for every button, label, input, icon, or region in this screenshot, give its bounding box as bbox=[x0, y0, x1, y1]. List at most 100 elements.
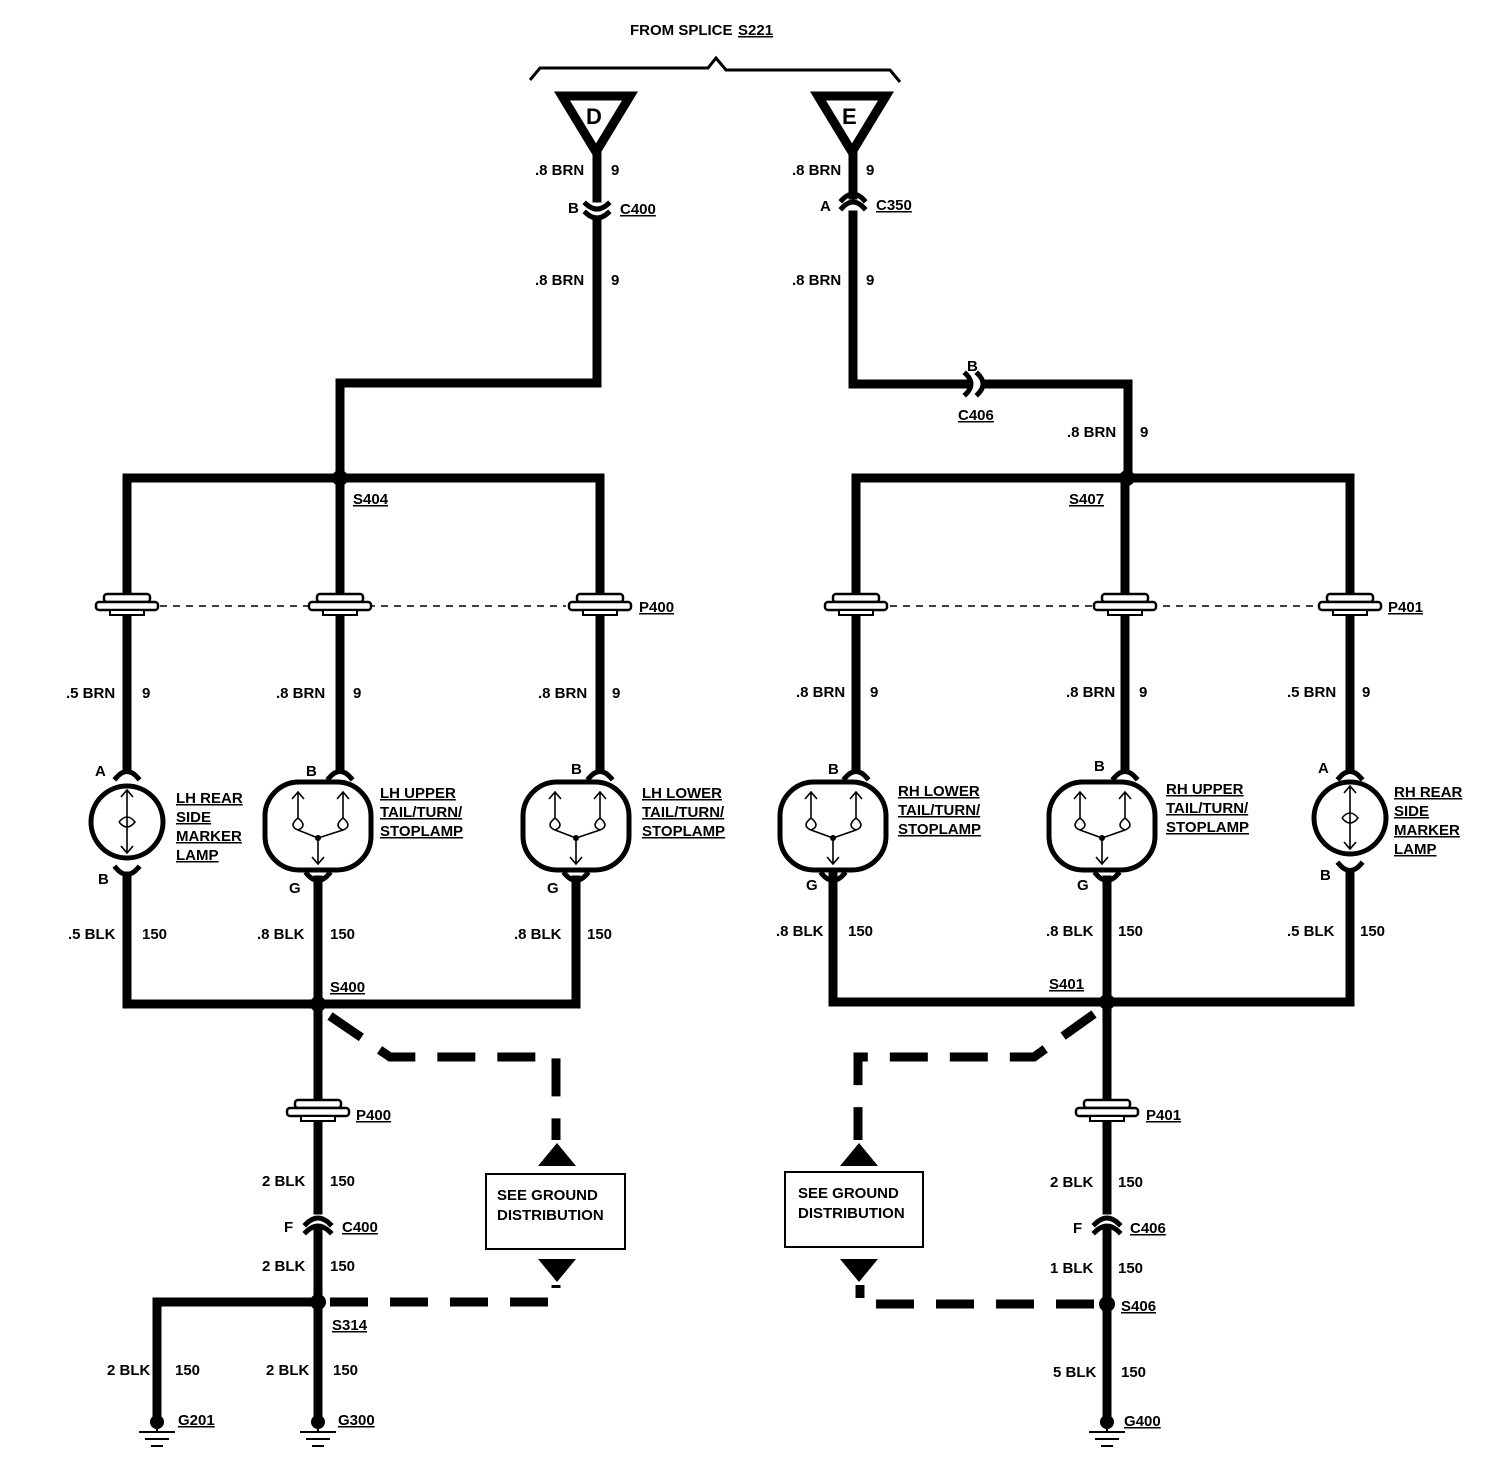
wire-d-mid-gauge: .8 BRN bbox=[535, 272, 584, 289]
splice-s314-label: S314 bbox=[332, 1317, 368, 1334]
passthrough-p400-top: P400 bbox=[94, 592, 674, 616]
lamp-pin-bottom-label: G bbox=[1077, 877, 1089, 894]
lamp-pin-top bbox=[585, 769, 615, 782]
ground-dot bbox=[1100, 1415, 1114, 1429]
wire-lh-marker-gnd-gauge: .5 BLK bbox=[68, 926, 116, 943]
lamp-pin-top bbox=[1335, 769, 1365, 782]
splice-s400-label: S400 bbox=[330, 979, 365, 996]
lamp-name-line-1: RH REAR bbox=[1394, 784, 1463, 801]
wire-lh-lower-gnd-gauge: .8 BLK bbox=[514, 926, 562, 943]
arrow-down-icon bbox=[538, 1259, 576, 1282]
filament-icon bbox=[1341, 784, 1360, 851]
wire-lh-g201-circuit: 150 bbox=[175, 1362, 200, 1379]
lamp-name-line-4: LAMP bbox=[1394, 841, 1437, 858]
terminal-e-triangle bbox=[810, 91, 894, 161]
bulb-icon bbox=[1046, 779, 1158, 873]
wire-lh-marker-gnd-circuit: 150 bbox=[142, 926, 167, 943]
p401-bottom-ref: P401 bbox=[1146, 1107, 1181, 1124]
box-line-2: DISTRIBUTION bbox=[497, 1207, 604, 1224]
terminal-d: D bbox=[554, 91, 638, 161]
wire-rh-ground-bus bbox=[828, 871, 1355, 1007]
lamp-name-line-1: RH LOWER bbox=[898, 783, 980, 800]
ground-dot bbox=[311, 1415, 325, 1429]
connector-c350-ref: C350 bbox=[876, 197, 912, 214]
ground-icon bbox=[1089, 1429, 1125, 1447]
ground-g201: G201 bbox=[139, 1412, 215, 1447]
connector-c400-bottom-pin: F bbox=[284, 1219, 293, 1236]
lamp-lh-lower-tail-turn-stop: B G LH LOWER TAIL/TURN/ STOPLAMP bbox=[520, 761, 725, 897]
wire-e-top-circuit: 9 bbox=[866, 162, 874, 179]
ground-distribution-box-rh: SEE GROUND DISTRIBUTION bbox=[784, 1143, 924, 1282]
lamp-pin-top bbox=[325, 769, 355, 782]
connector-c350-cup bbox=[838, 199, 868, 212]
box-frame bbox=[485, 1173, 626, 1250]
lamp-pin-bottom bbox=[303, 870, 333, 883]
bulb-icon bbox=[262, 779, 374, 873]
wire-e-mid-gauge: .8 BRN bbox=[792, 272, 841, 289]
ground-g400: G400 bbox=[1089, 1413, 1161, 1447]
splice-s404-label: S404 bbox=[353, 491, 389, 508]
wire-rh-marker-gnd-gauge: .5 BLK bbox=[1287, 923, 1335, 940]
wire-s407-bus bbox=[851, 473, 1355, 605]
p400-top-ref: P400 bbox=[639, 599, 674, 616]
splice-s400-dot bbox=[310, 996, 326, 1012]
splice-s401-label: S401 bbox=[1049, 976, 1084, 993]
p400-body-1 bbox=[94, 592, 160, 616]
wire-e-mid-circuit: 9 bbox=[866, 272, 874, 289]
ground-g300: G300 bbox=[300, 1412, 375, 1447]
ground-dot bbox=[150, 1415, 164, 1429]
p401-body-2 bbox=[1092, 592, 1158, 616]
connector-c406-bottom-pin: F bbox=[1073, 1220, 1082, 1237]
wire-rh-g400-circuit: 150 bbox=[1121, 1364, 1146, 1381]
connector-c406-top-pin: B bbox=[967, 358, 978, 375]
wire-s404-bus bbox=[122, 473, 605, 605]
lh-dash-down bbox=[330, 1285, 561, 1307]
lamp-pin-bottom-label: B bbox=[1320, 867, 1331, 884]
wire-g201-branch bbox=[152, 1297, 323, 1423]
ground-g300-label: G300 bbox=[338, 1412, 375, 1429]
arrow-down-icon bbox=[840, 1259, 878, 1282]
lamp-name-line-2: TAIL/TURN/ bbox=[380, 804, 463, 821]
connector-c406-bottom-cup bbox=[1091, 1215, 1123, 1228]
connector-c400-top-cup2 bbox=[582, 209, 612, 221]
filament-icon bbox=[118, 788, 137, 855]
lamp-name-line-2: SIDE bbox=[176, 809, 211, 826]
bulb-icon bbox=[777, 779, 889, 873]
arrow-up-icon bbox=[538, 1143, 576, 1166]
wire-lh-lower-gnd-circuit: 150 bbox=[587, 926, 612, 943]
rh-dash-down bbox=[855, 1285, 1094, 1309]
lamp-lh-rear-side-marker: A B LH REAR SIDE MARKER LAMP bbox=[88, 763, 243, 888]
wire-rh-gnd-after-p401-circuit: 150 bbox=[1118, 1174, 1143, 1191]
wire-rh-gnd-after-c406-circuit: 150 bbox=[1118, 1260, 1143, 1277]
wire-rh-lower-feed-circuit: 9 bbox=[870, 684, 878, 701]
lamp-name-line-3: STOPLAMP bbox=[642, 823, 725, 840]
lamp-name-line-3: STOPLAMP bbox=[1166, 819, 1249, 836]
wire-rh-upper-feed-gauge: .8 BRN bbox=[1066, 684, 1115, 701]
splice-s407-dot bbox=[1119, 470, 1135, 486]
lamp-pin-bottom bbox=[1335, 860, 1365, 873]
connector-c400-top: B C400 bbox=[568, 200, 656, 221]
box-line-1: SEE GROUND bbox=[798, 1185, 899, 1202]
wire-e-after-c406-gauge: .8 BRN bbox=[1067, 424, 1116, 441]
terminal-d-letter: D bbox=[586, 104, 602, 129]
wire-lh-upper-feed-circuit: 9 bbox=[353, 685, 361, 702]
connector-c406-bottom-ref: C406 bbox=[1130, 1220, 1166, 1237]
wire-rh-gnd-after-c406-gauge: 1 BLK bbox=[1050, 1260, 1094, 1277]
wire-lh-marker-feed-circuit: 9 bbox=[142, 685, 150, 702]
wire-lh-g300-circuit: 150 bbox=[333, 1362, 358, 1379]
wire-lh-lower-feed-circuit: 9 bbox=[612, 685, 620, 702]
splice-s401-dot bbox=[1099, 994, 1115, 1010]
wire-rh-lower-gnd-circuit: 150 bbox=[848, 923, 873, 940]
connector-c400-bottom-cup2 bbox=[302, 1223, 334, 1236]
wire-d-mid-circuit: 9 bbox=[611, 272, 619, 289]
terminal-e: E bbox=[810, 91, 894, 161]
lamp-name-line-1: LH UPPER bbox=[380, 785, 456, 802]
wire-lh-lower-feed-gauge: .8 BRN bbox=[538, 685, 587, 702]
wire-rh-gnd-after-p401-gauge: 2 BLK bbox=[1050, 1174, 1094, 1191]
wires bbox=[122, 147, 1355, 1423]
ground-g400-label: G400 bbox=[1124, 1413, 1161, 1430]
lamp-name-line-3: MARKER bbox=[1394, 822, 1460, 839]
lamp-name-line-1: LH REAR bbox=[176, 790, 243, 807]
wire-d-top-circuit: 9 bbox=[611, 162, 619, 179]
